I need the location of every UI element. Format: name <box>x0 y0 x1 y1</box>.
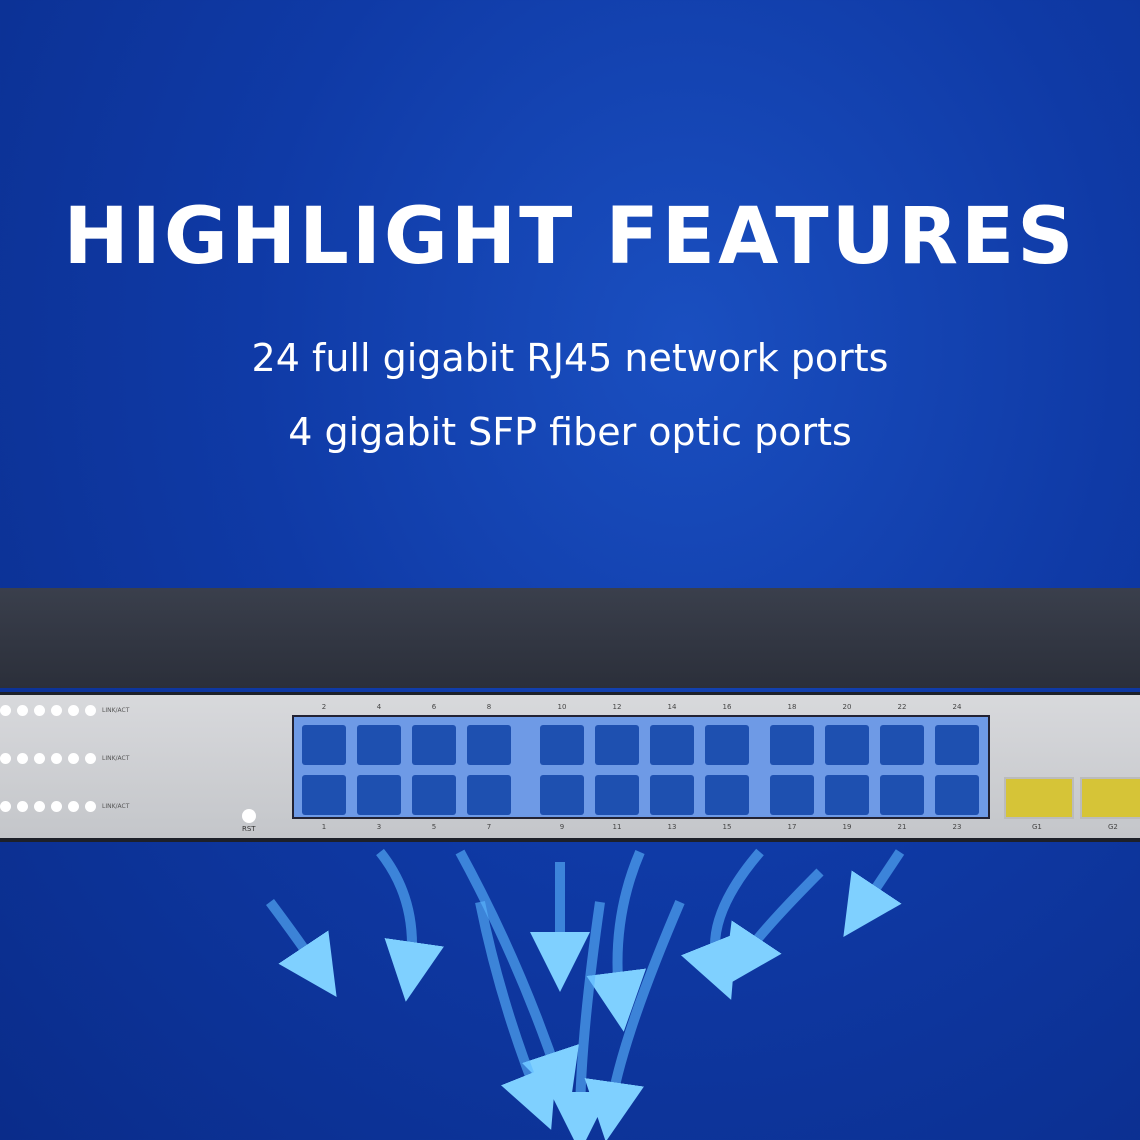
rj45-port-20[interactable] <box>825 725 869 765</box>
feature-sfp: 4 gigabit SFP fiber optic ports <box>288 410 852 454</box>
status-led <box>17 752 28 764</box>
status-led <box>85 704 96 716</box>
reset-label: RST <box>242 825 256 833</box>
status-led <box>0 704 11 716</box>
rj45-port-6[interactable] <box>412 725 456 765</box>
rj45-port-5[interactable] <box>412 775 456 815</box>
rj45-port-11[interactable] <box>595 775 639 815</box>
feature-rj45: 24 full gigabit RJ45 network ports <box>251 336 889 380</box>
sfp-label: G1 <box>1032 823 1042 831</box>
port-number: 11 <box>612 823 622 831</box>
rj45-port-10[interactable] <box>540 725 584 765</box>
rj45-port-9[interactable] <box>540 775 584 815</box>
rj45-port-17[interactable] <box>770 775 814 815</box>
port-number: 3 <box>376 823 382 831</box>
sfp-port-g1[interactable] <box>1004 777 1074 819</box>
rj45-port-22[interactable] <box>880 725 924 765</box>
rj45-port-23[interactable] <box>935 775 979 815</box>
rj45-port-4[interactable] <box>357 725 401 765</box>
rj45-port-2[interactable] <box>302 725 346 765</box>
port-number: 2 <box>321 703 327 711</box>
port-number: 23 <box>952 823 962 831</box>
port-number: 12 <box>612 703 622 711</box>
status-led <box>85 752 96 764</box>
data-flow-arrows <box>265 848 905 1140</box>
rj45-port-13[interactable] <box>650 775 694 815</box>
sfp-label: G2 <box>1108 823 1118 831</box>
status-led <box>0 800 11 812</box>
rj45-port-3[interactable] <box>357 775 401 815</box>
led-row: LINK/ACT <box>0 703 129 717</box>
sfp-port-g2[interactable] <box>1080 777 1140 819</box>
status-led <box>34 704 45 716</box>
status-led <box>17 800 28 812</box>
port-number: 7 <box>486 823 492 831</box>
rj45-port-24[interactable] <box>935 725 979 765</box>
port-number: 21 <box>897 823 907 831</box>
port-number: 17 <box>787 823 797 831</box>
port-number: 19 <box>842 823 852 831</box>
rj45-port-21[interactable] <box>880 775 924 815</box>
port-number: 15 <box>722 823 732 831</box>
led-label: LINK/ACT <box>102 802 130 810</box>
status-led <box>34 752 45 764</box>
port-number: 13 <box>667 823 677 831</box>
status-led <box>34 800 45 812</box>
rj45-port-15[interactable] <box>705 775 749 815</box>
rj45-port-14[interactable] <box>650 725 694 765</box>
status-led <box>0 752 11 764</box>
status-led <box>51 704 62 716</box>
rj45-port-1[interactable] <box>302 775 346 815</box>
headline: HIGHLIGHT FEATURES <box>63 192 1077 282</box>
status-led <box>68 704 79 716</box>
port-number: 16 <box>722 703 732 711</box>
rj45-port-18[interactable] <box>770 725 814 765</box>
port-number: 20 <box>842 703 852 711</box>
port-number: 9 <box>559 823 565 831</box>
port-number: 1 <box>321 823 327 831</box>
status-led <box>68 752 79 764</box>
rj45-port-16[interactable] <box>705 725 749 765</box>
port-number: 8 <box>486 703 492 711</box>
port-number: 4 <box>376 703 382 711</box>
port-number: 10 <box>557 703 567 711</box>
status-led <box>17 704 28 716</box>
led-label: LINK/ACT <box>102 706 130 714</box>
led-label: LINK/ACT <box>102 754 130 762</box>
rj45-port-8[interactable] <box>467 725 511 765</box>
status-led <box>68 800 79 812</box>
port-number: 14 <box>667 703 677 711</box>
port-number: 18 <box>787 703 797 711</box>
reset-button[interactable] <box>242 809 256 823</box>
status-led <box>85 800 96 812</box>
led-row: LINK/ACT <box>0 799 129 813</box>
rj45-port-12[interactable] <box>595 725 639 765</box>
rj45-port-19[interactable] <box>825 775 869 815</box>
rj45-port-7[interactable] <box>467 775 511 815</box>
switch-top-cover <box>0 588 1140 688</box>
port-number: 5 <box>431 823 437 831</box>
rj45-port-block <box>292 715 990 819</box>
status-led <box>51 800 62 812</box>
status-led <box>51 752 62 764</box>
port-number: 22 <box>897 703 907 711</box>
led-row: LINK/ACT <box>0 751 129 765</box>
port-number: 24 <box>952 703 962 711</box>
port-number: 6 <box>431 703 437 711</box>
